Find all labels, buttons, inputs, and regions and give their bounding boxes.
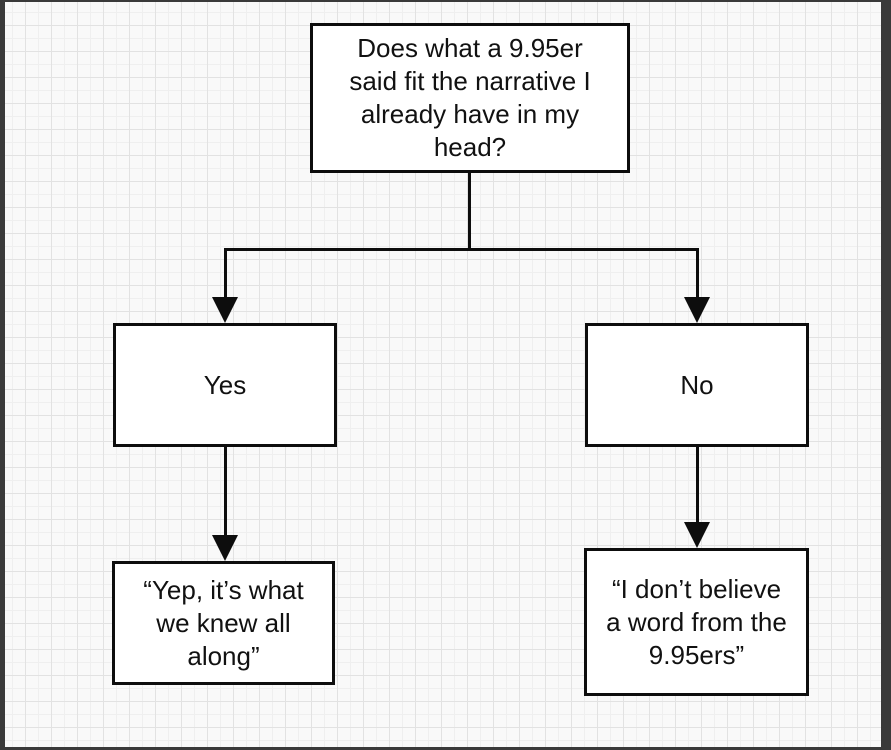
- connector-question-to-split: [468, 173, 471, 251]
- connector-split-bar: [224, 248, 698, 251]
- node-yes-label: Yes: [203, 369, 247, 400]
- screen-edge-right: [881, 0, 891, 750]
- node-question-text: Does what a 9.95er said fit the narrativ…: [349, 33, 591, 162]
- connector-split-to-yes: [224, 248, 227, 300]
- node-yes-branch: Yes: [113, 323, 337, 447]
- connector-no-to-outcome: [696, 447, 699, 524]
- screen-edge-bottom: [0, 747, 891, 750]
- screen-edge-top: [0, 0, 891, 2]
- node-no-label: No: [680, 369, 714, 400]
- arrowhead-down-icon: [684, 522, 710, 548]
- node-yes-outcome-text: “Yep, it’s what we knew all along”: [143, 574, 304, 671]
- arrowhead-down-icon: [212, 297, 238, 323]
- arrowhead-down-icon: [212, 535, 238, 561]
- connector-yes-to-outcome: [224, 447, 227, 537]
- connector-split-to-no: [696, 248, 699, 300]
- node-question: Does what a 9.95er said fit the narrativ…: [310, 23, 630, 173]
- node-no-branch: No: [585, 323, 809, 447]
- node-no-outcome-text: “I don’t believe a word from the 9.95ers…: [606, 573, 787, 670]
- arrowhead-down-icon: [684, 297, 710, 323]
- screen-edge-left: [0, 0, 5, 750]
- node-yes-outcome: “Yep, it’s what we knew all along”: [112, 561, 335, 685]
- node-no-outcome: “I don’t believe a word from the 9.95ers…: [584, 548, 809, 696]
